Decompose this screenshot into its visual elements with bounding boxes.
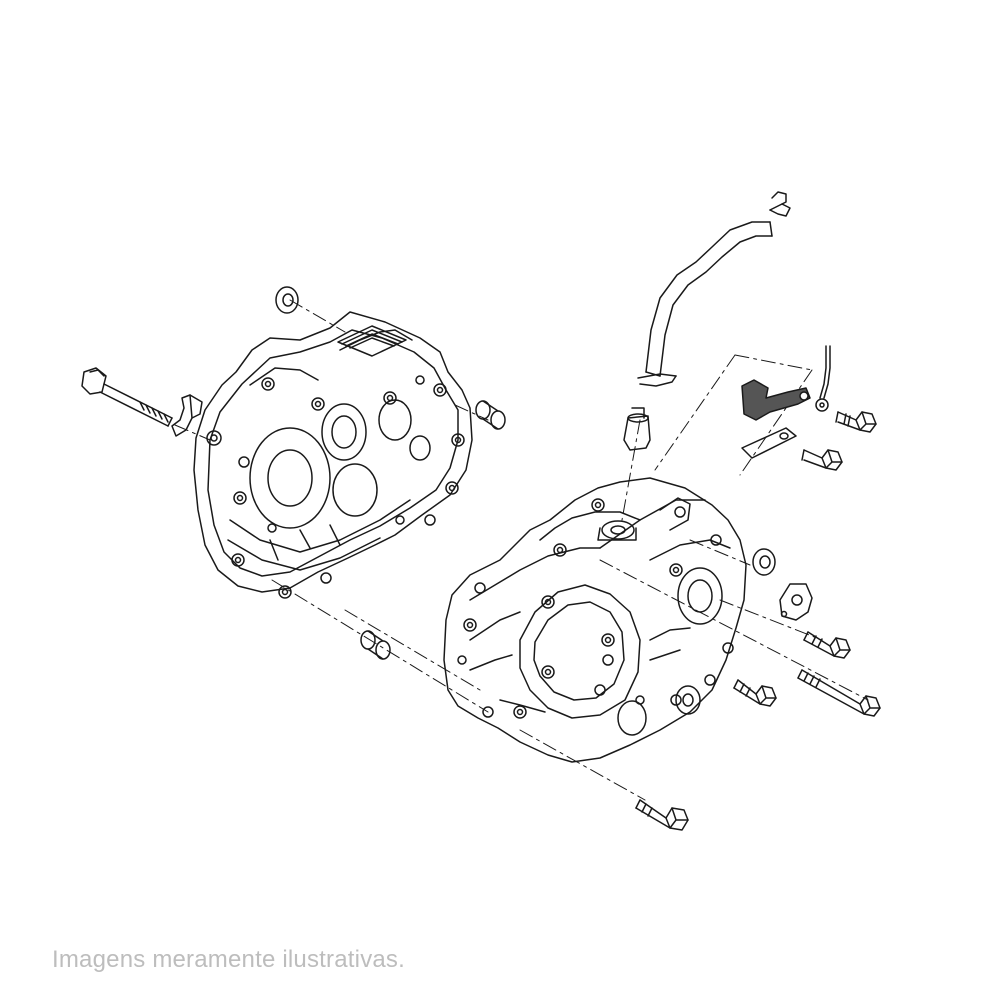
hose-clip-top (769, 191, 791, 217)
bolt-lower-right (733, 679, 777, 707)
wire-clamp (171, 394, 203, 437)
breather-tube-joint (623, 407, 651, 451)
right-crankcase-half (443, 477, 747, 763)
bolt-upper-right (835, 411, 877, 433)
bracket-plate (741, 427, 797, 459)
dowel-pin-upper (475, 400, 506, 430)
assembly-lines (174, 299, 869, 801)
bolt-plate (803, 631, 851, 659)
ground-wire-terminal (815, 345, 831, 412)
long-bolt-right (797, 669, 881, 717)
bolt-middle-right (801, 449, 843, 471)
cable-guide-bracket (741, 379, 811, 421)
hose-clip-bottom (637, 373, 677, 387)
oil-seal-plate (779, 583, 813, 621)
washer-right (752, 548, 776, 576)
breather-tube (645, 221, 773, 377)
long-through-bolt (81, 367, 173, 427)
bolt-bottom (635, 799, 689, 831)
sealing-washer-left (275, 286, 299, 314)
left-crankcase-half (193, 311, 473, 599)
disclaimer-caption: Imagens meramente ilustrativas. (52, 946, 406, 973)
dowel-pin-lower (360, 630, 391, 660)
